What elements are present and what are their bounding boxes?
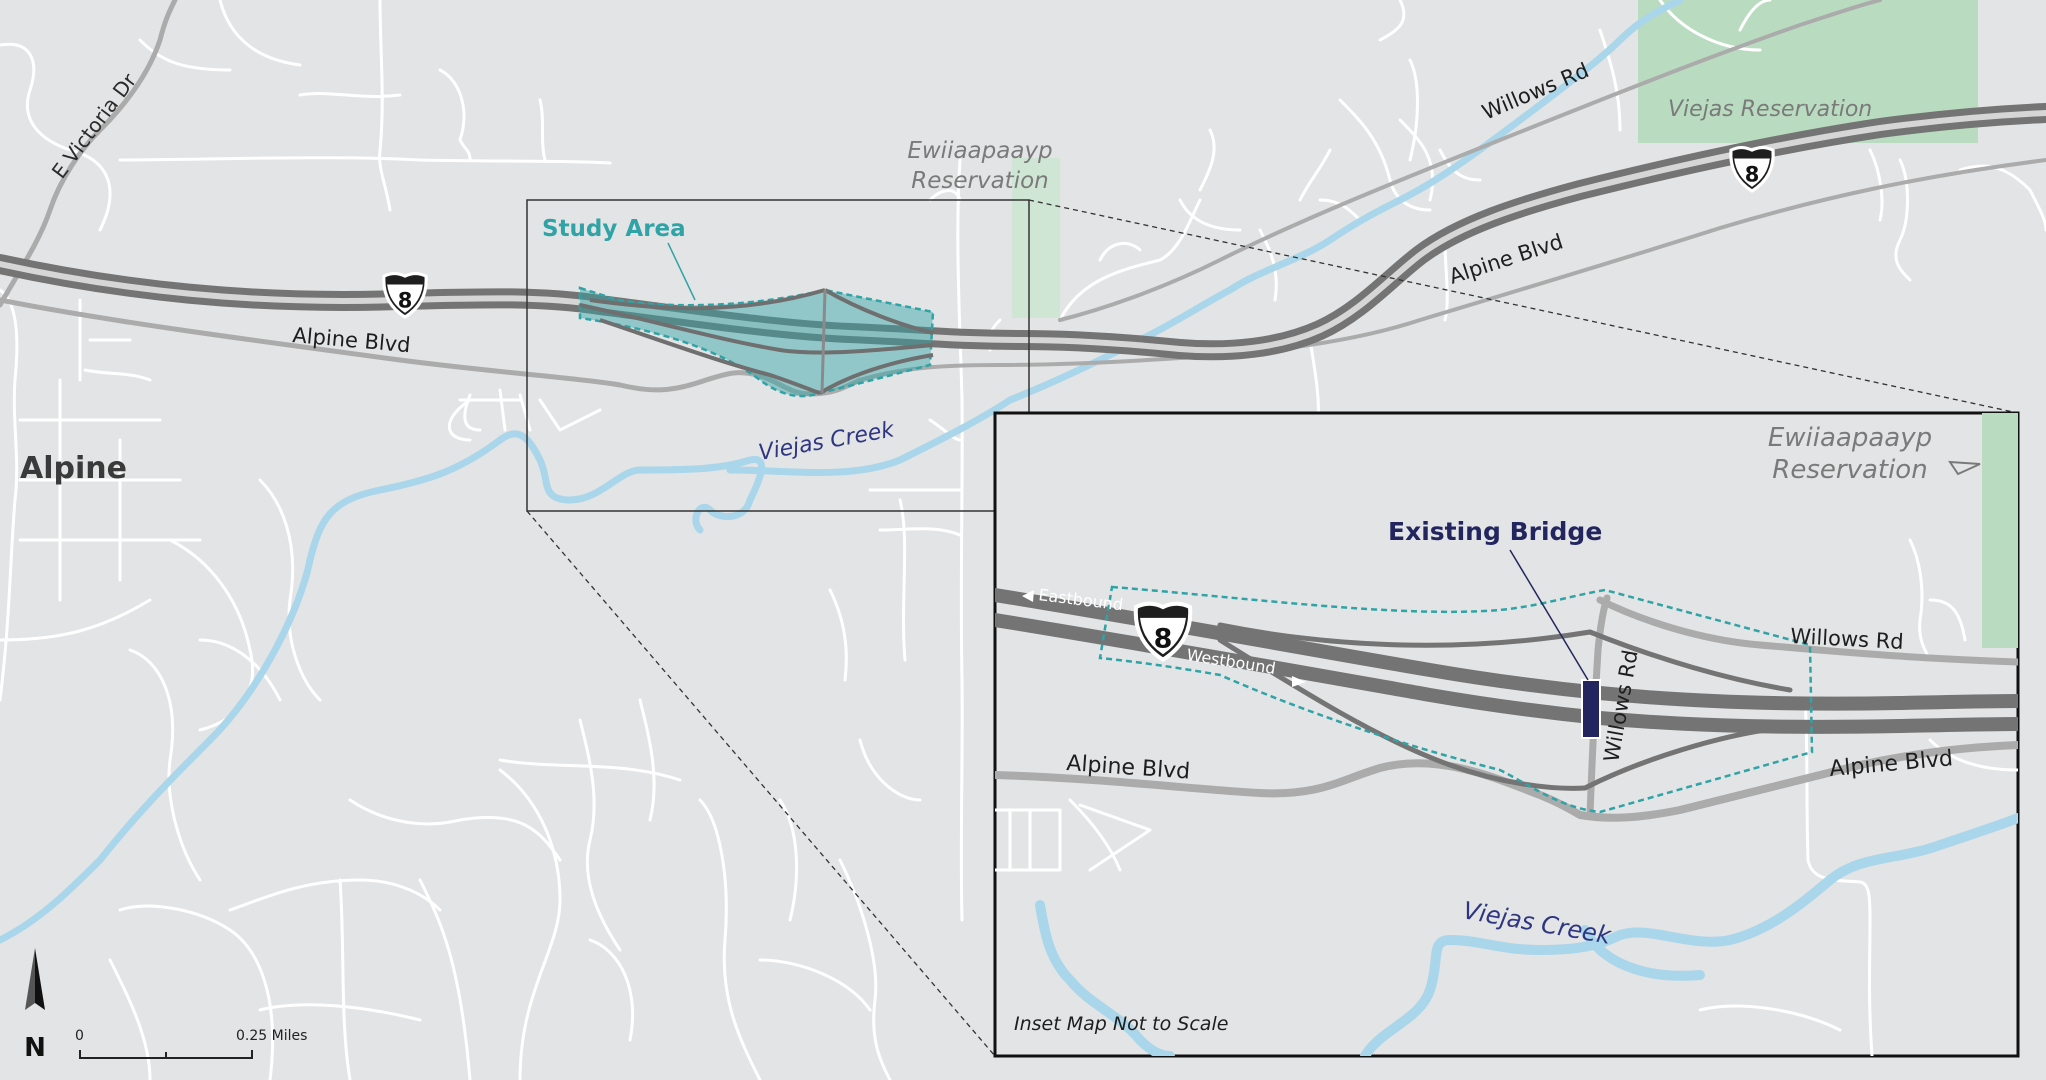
ewiiaapaayp-reservation-area bbox=[1012, 158, 1060, 318]
svg-text:8: 8 bbox=[1154, 624, 1173, 655]
arterial-roads bbox=[0, 0, 2046, 397]
eastbound-arrow-icon bbox=[1022, 590, 1034, 602]
alpine-label: Alpine bbox=[20, 451, 127, 486]
inset-map: Existing Bridge Eastbound Westbound Will… bbox=[993, 411, 2020, 1058]
study-area-polygon bbox=[578, 286, 935, 398]
inset-not-to-scale-note: Inset Map Not to Scale bbox=[1014, 1013, 1228, 1035]
interstate-shield-icon: 8 bbox=[382, 271, 428, 319]
inset-willows-rd-label: Willows Rd bbox=[1790, 624, 1904, 654]
interstate-shield-icon: 8 bbox=[1136, 604, 1190, 660]
existing-bridge-marker bbox=[1581, 679, 1601, 739]
inset-ewiiaapaayp-label-line2: Reservation bbox=[1772, 455, 1927, 485]
inset-reservation-area bbox=[1982, 413, 2018, 648]
scale-start-label: 0 bbox=[75, 1028, 84, 1044]
viejas-reservation-label: Viejas Reservation bbox=[1668, 97, 1872, 122]
north-label: N bbox=[24, 1033, 46, 1063]
ewiiaapaayp-label-line2: Reservation bbox=[911, 168, 1048, 194]
inset-locator-box bbox=[526, 199, 1030, 512]
ewiiaapaayp-label-line1: Ewiiaapaayp bbox=[907, 138, 1052, 164]
interstate-8-highway bbox=[0, 103, 2046, 361]
study-area-label: Study Area bbox=[542, 216, 686, 242]
pointer-triangle-icon bbox=[1948, 460, 1981, 476]
inset-connector-line bbox=[1028, 199, 2019, 414]
scale-bar: 0 0.25 Miles bbox=[75, 1028, 307, 1059]
north-arrow-icon: N bbox=[24, 948, 46, 1063]
bridge-leader-line bbox=[1509, 549, 1589, 681]
inset-study-area-outline bbox=[1098, 585, 1814, 814]
inset-connector-line bbox=[526, 510, 996, 1057]
westbound-arrow-icon bbox=[1292, 676, 1306, 687]
interstate-shield-icon: 8 bbox=[1729, 145, 1775, 193]
scale-end-label: 0.25 Miles bbox=[236, 1028, 307, 1044]
svg-text:8: 8 bbox=[398, 289, 413, 313]
inset-ewiiaapaayp-label-line1: Ewiiaapaayp bbox=[1768, 423, 1932, 453]
svg-text:8: 8 bbox=[1745, 163, 1760, 187]
study-area-leader-line bbox=[667, 242, 696, 301]
existing-bridge-label: Existing Bridge bbox=[1388, 517, 1602, 546]
